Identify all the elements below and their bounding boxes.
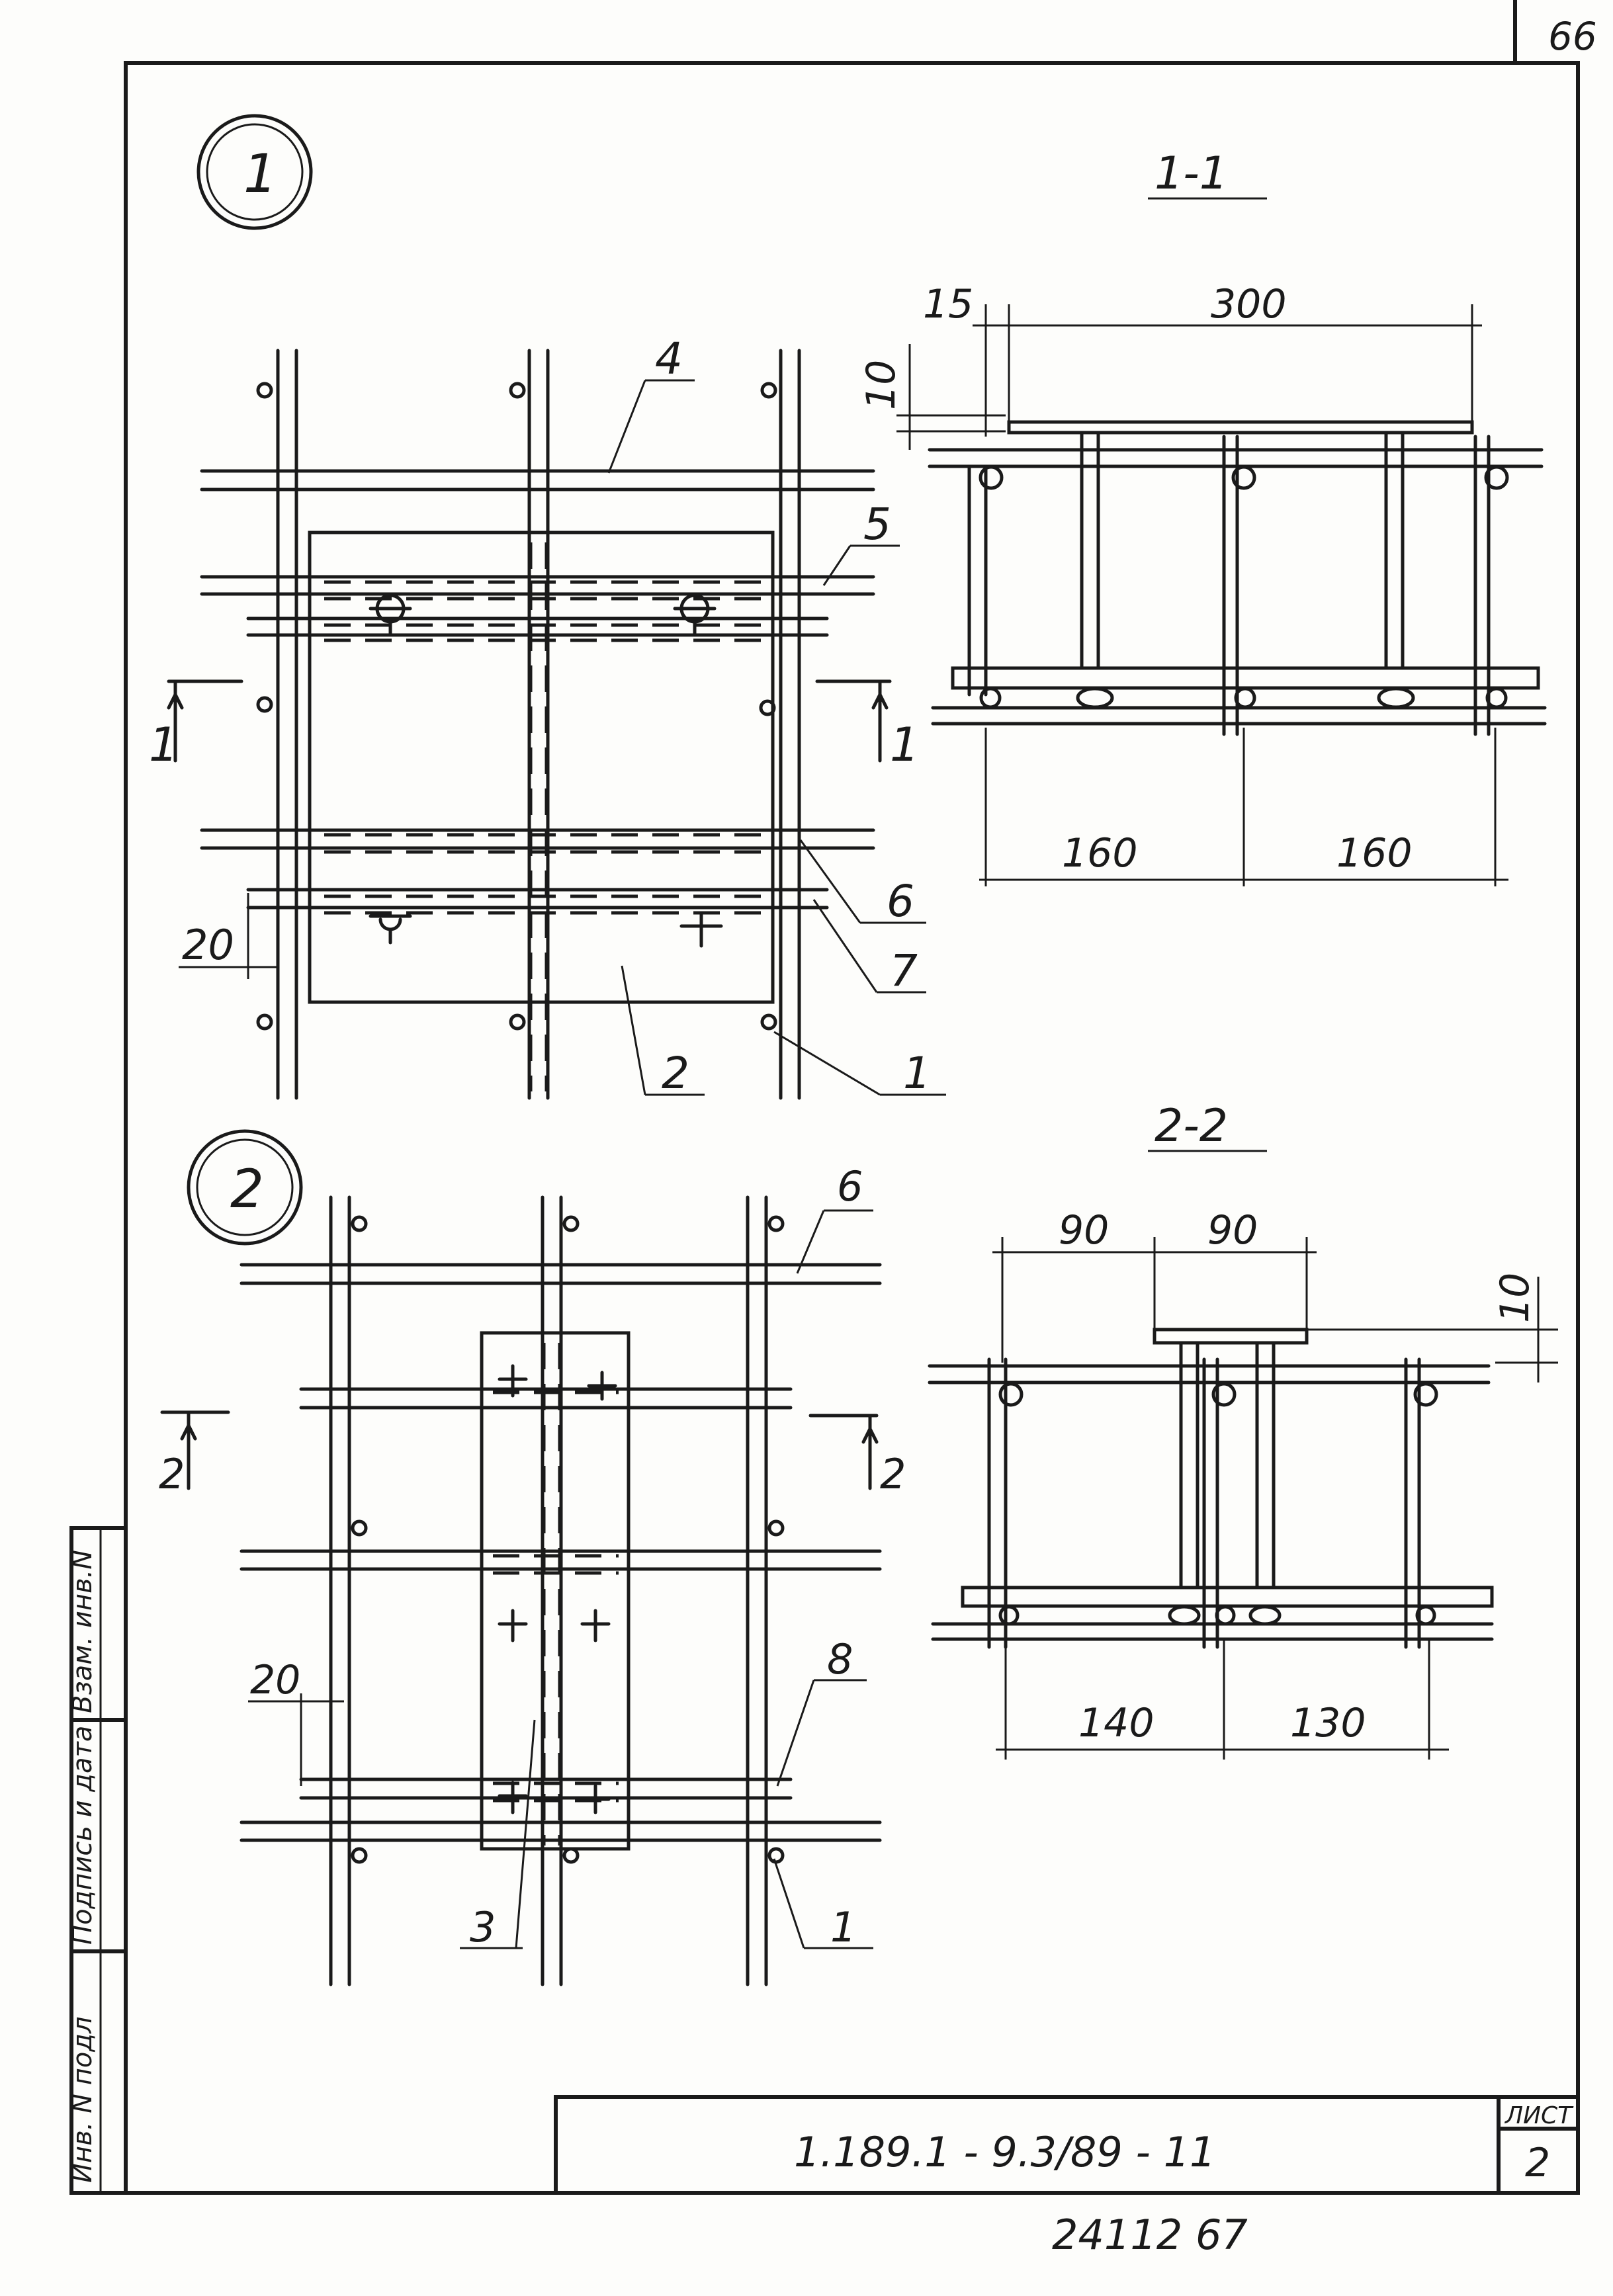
- section-2-2: 2-2 90 90 10 140 130: [928, 1100, 1558, 1760]
- svg-text:130: 130: [1290, 1700, 1366, 1746]
- view-1-dim-offset: 20: [179, 893, 278, 979]
- plate: [308, 531, 775, 1004]
- svg-text:20: 20: [182, 921, 234, 969]
- svg-text:20: 20: [250, 1657, 300, 1703]
- horizontal-bars: [240, 1263, 882, 1842]
- svg-text:2: 2: [159, 1450, 185, 1498]
- section-1-title: 1-1: [1155, 148, 1228, 200]
- svg-text:2: 2: [662, 1048, 689, 1099]
- svg-text:90: 90: [1059, 1207, 1109, 1254]
- svg-text:1: 1: [903, 1048, 931, 1099]
- side-stamp: Инв. N подл Подпись и дата Взам. инв.N: [67, 1526, 128, 2195]
- plate: [480, 1331, 631, 1851]
- view-2-marker: 2: [187, 1129, 303, 1246]
- svg-text:2: 2: [880, 1450, 906, 1498]
- page-number-top: 66: [1548, 14, 1597, 59]
- svg-text:6: 6: [887, 876, 914, 927]
- svg-text:140: 140: [1078, 1700, 1155, 1746]
- svg-text:10: 10: [858, 360, 904, 410]
- sheet-label: ЛИСТ: [1504, 2102, 1574, 2129]
- svg-text:10: 10: [1492, 1273, 1538, 1323]
- bottom-number: 24112 67: [1052, 2211, 1248, 2259]
- section-1-1: 1-1 15 300 10 160 160: [858, 148, 1547, 886]
- hidden-lines: [324, 542, 767, 1091]
- svg-text:160: 160: [1336, 830, 1413, 876]
- stamp-field-inv: Инв. N подл: [67, 2016, 98, 2183]
- vertical-bars: [329, 1195, 785, 1986]
- svg-text:1: 1: [149, 718, 179, 772]
- vertical-bars: [256, 349, 801, 1100]
- svg-text:1: 1: [243, 143, 277, 204]
- svg-text:4: 4: [655, 333, 683, 384]
- view-2-plan: 2: [159, 1129, 906, 1986]
- svg-text:7: 7: [890, 945, 918, 996]
- weld-marks: [498, 1364, 617, 1814]
- view-1-marker: 1: [196, 114, 313, 230]
- hidden-lines: [493, 1343, 619, 1846]
- horizontal-bars: [200, 469, 875, 910]
- view-2-callouts: 6 8 3 1: [460, 1162, 873, 1951]
- svg-text:160: 160: [1062, 830, 1138, 876]
- sheet-number: 2: [1525, 2140, 1550, 2186]
- svg-text:5: 5: [863, 499, 891, 550]
- stamp-field-signature: Подпись и дата: [67, 1726, 98, 1945]
- svg-text:1: 1: [890, 718, 920, 772]
- svg-text:90: 90: [1207, 1207, 1258, 1254]
- svg-text:15: 15: [923, 281, 973, 327]
- svg-text:1: 1: [830, 1903, 856, 1951]
- stamp-field-replace: Взам. инв.N: [67, 1550, 98, 1713]
- weld-marks: [369, 593, 723, 948]
- title-block: 1.189.1 - 9.3/89 - 11 ЛИСТ 2: [554, 2095, 1580, 2195]
- sheet-frame: [124, 0, 1580, 2195]
- svg-text:8: 8: [827, 1635, 853, 1683]
- svg-text:6: 6: [837, 1162, 863, 1211]
- view-2-dim-offset: 20: [248, 1657, 344, 1786]
- view-1-callouts: 4 5 6 7 2 1: [607, 333, 946, 1099]
- section-mark-2: 2 2: [159, 1410, 906, 1498]
- section-mark-1: 1 1: [149, 679, 920, 772]
- section-2-title: 2-2: [1155, 1100, 1228, 1152]
- drawing-designation: 1.189.1 - 9.3/89 - 11: [794, 2128, 1216, 2176]
- svg-text:2: 2: [230, 1158, 264, 1220]
- svg-text:3: 3: [470, 1903, 496, 1951]
- svg-text:300: 300: [1211, 281, 1287, 327]
- view-1-plan: 1: [149, 114, 946, 1100]
